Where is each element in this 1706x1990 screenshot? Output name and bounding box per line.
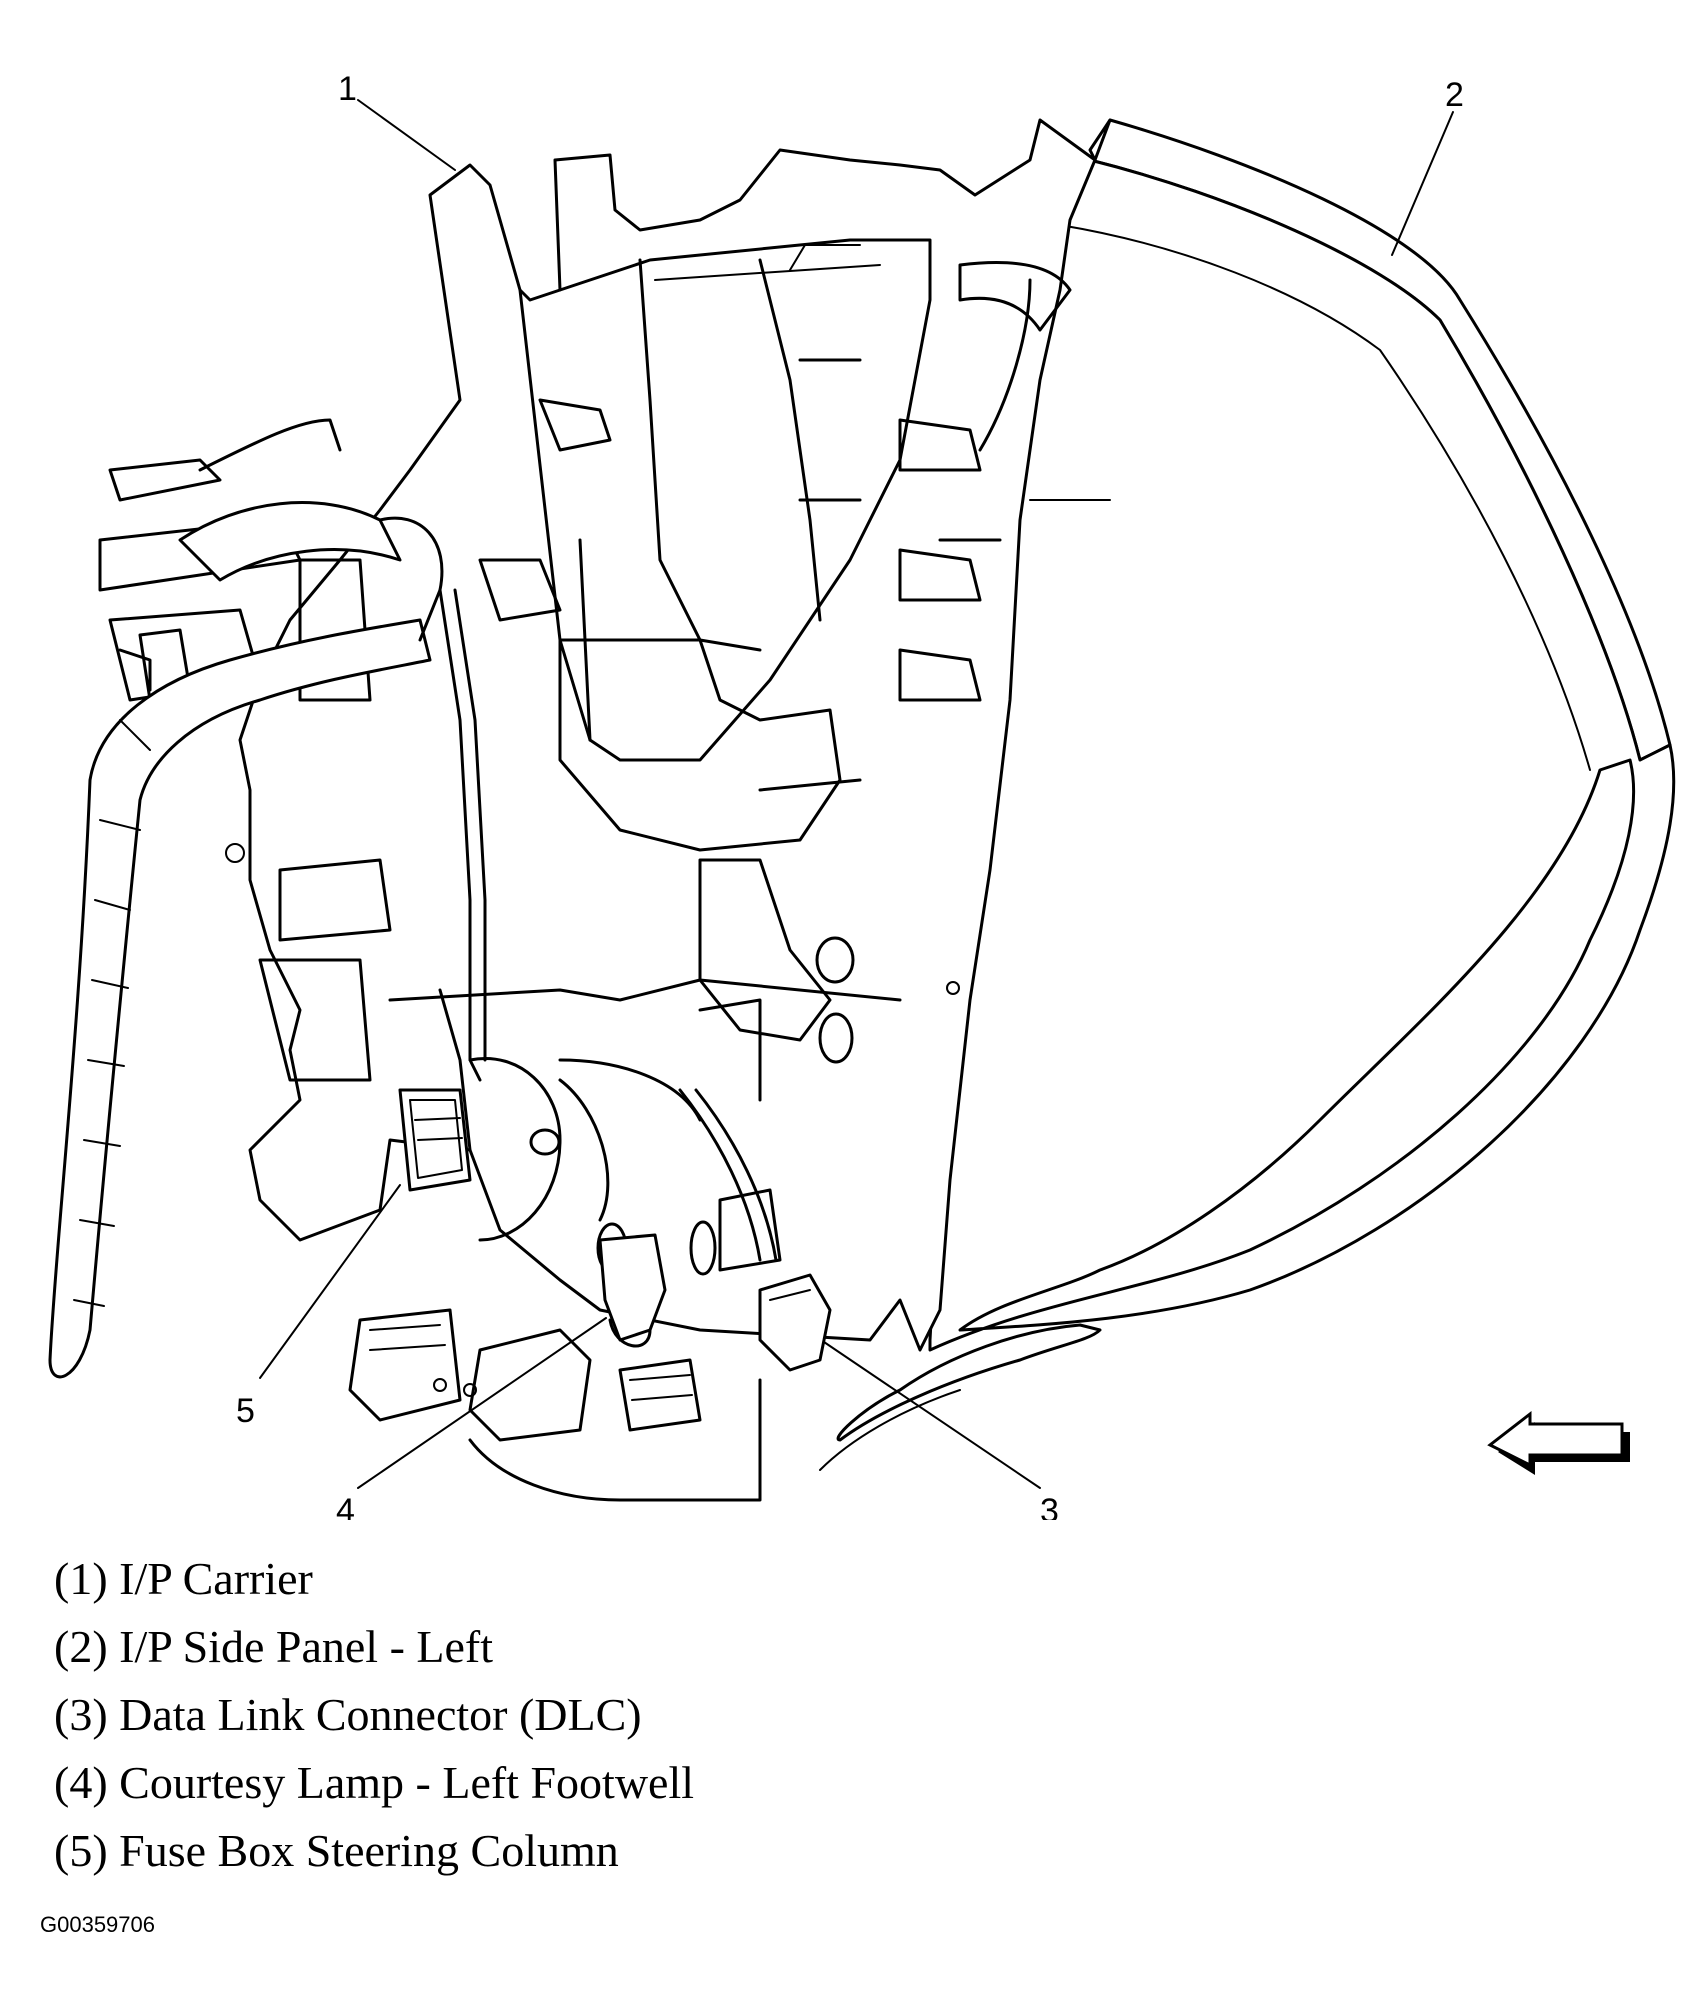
wire-harness xyxy=(48,261,1072,1379)
svg-text:3: 3 xyxy=(1040,1492,1059,1520)
courtesy-lamp xyxy=(598,1233,667,1348)
callout-2: 2 xyxy=(1391,76,1464,256)
svg-text:2: 2 xyxy=(1445,76,1464,114)
svg-text:1: 1 xyxy=(338,70,357,108)
legend: (1) I/P Carrier (2) I/P Side Panel - Lef… xyxy=(54,1545,694,1885)
svg-text:4: 4 xyxy=(336,1492,355,1520)
left-arrow-icon xyxy=(1487,1410,1630,1475)
callout-5: 5 xyxy=(236,1184,401,1430)
side-panel xyxy=(819,118,1676,1471)
data-link-connector xyxy=(758,1273,832,1372)
legend-item: (1) I/P Carrier xyxy=(54,1553,313,1604)
callout-1: 1 xyxy=(338,70,456,171)
ip-carrier xyxy=(225,118,1097,1352)
legend-item: (3) Data Link Connector (DLC) xyxy=(54,1689,642,1740)
line-drawing: 1 2 3 4 5 xyxy=(48,70,1676,1520)
lower-connectors xyxy=(348,1308,762,1502)
legend-item: (2) I/P Side Panel - Left xyxy=(54,1621,494,1672)
legend-item: (4) Courtesy Lamp - Left Footwell xyxy=(54,1757,695,1808)
svg-text:5: 5 xyxy=(236,1392,255,1430)
legend-item: (5) Fuse Box Steering Column xyxy=(54,1825,619,1876)
callout-4: 4 xyxy=(336,1317,607,1520)
figure-id: G00359706 xyxy=(40,1912,155,1937)
callout-3: 3 xyxy=(823,1341,1059,1520)
fuse-box xyxy=(398,1088,472,1192)
